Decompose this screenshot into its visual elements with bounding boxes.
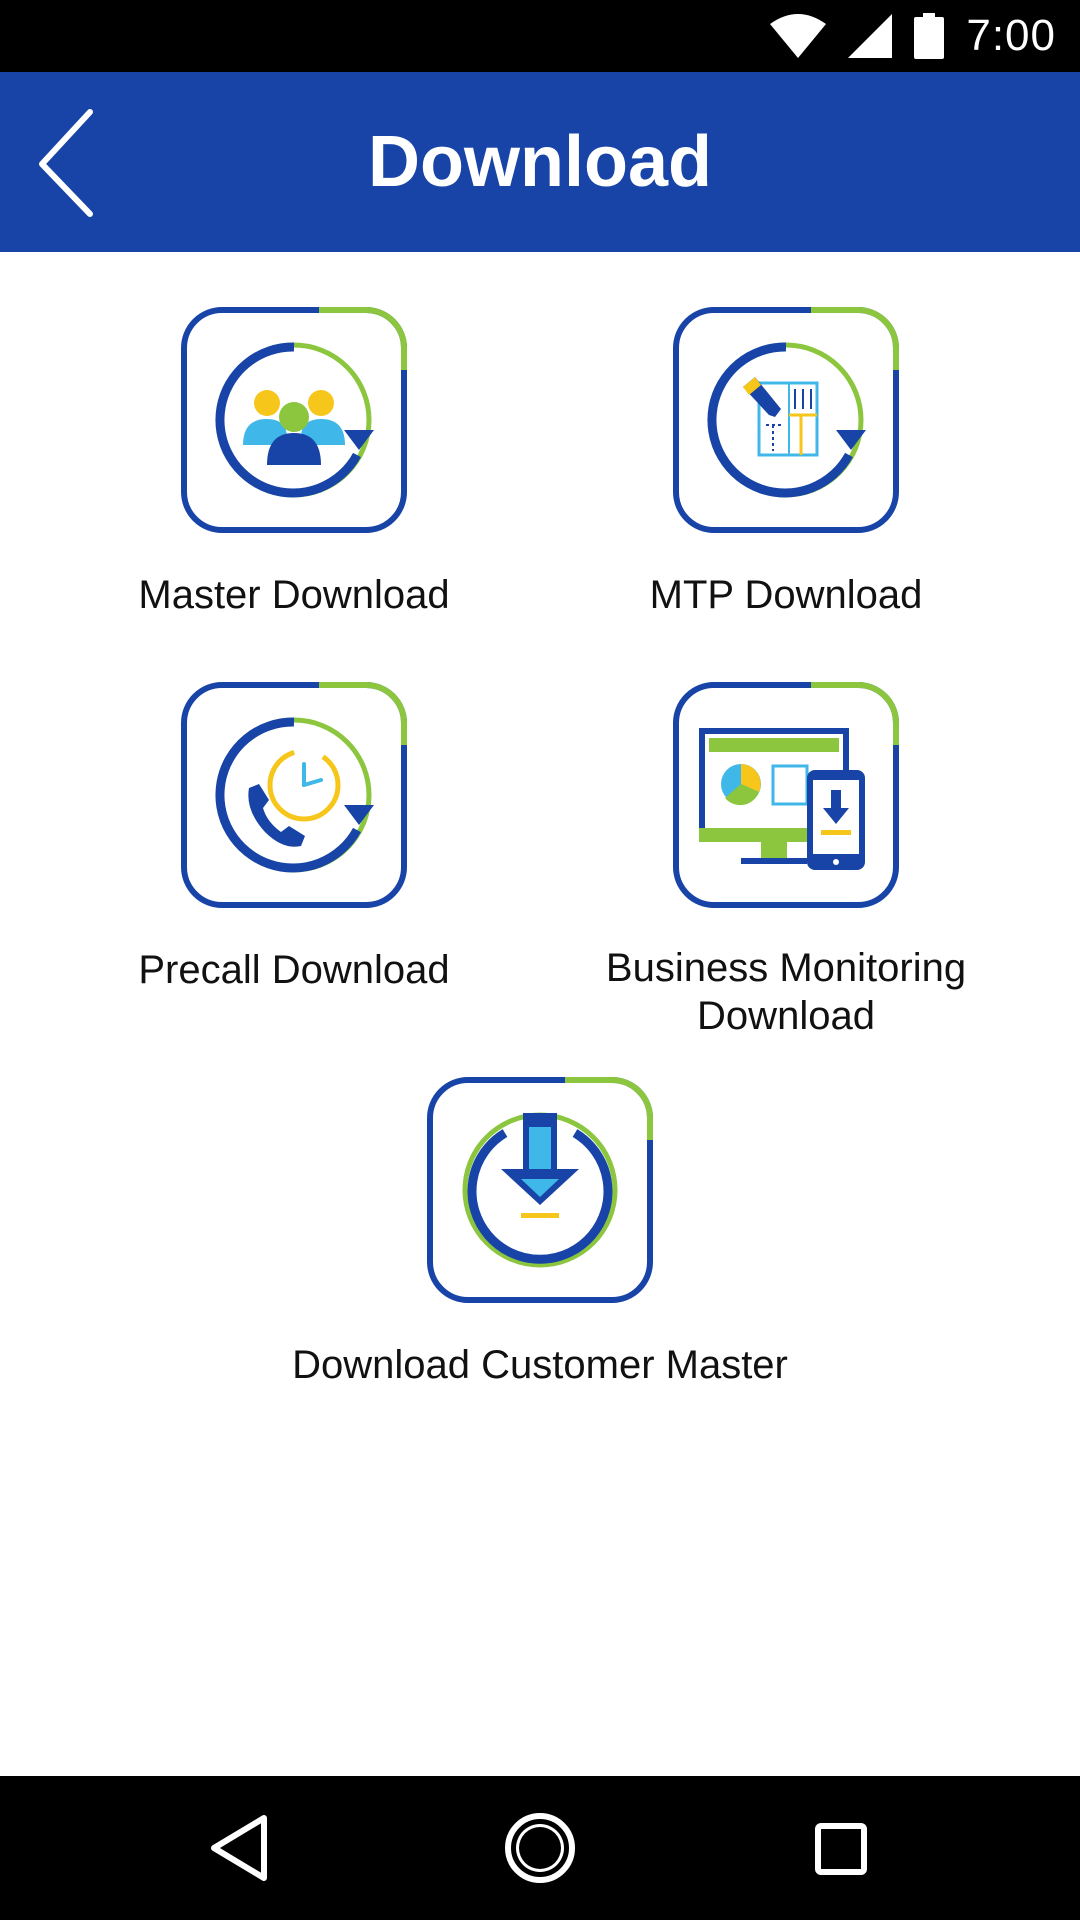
navigation-bar	[0, 1776, 1080, 1920]
nav-home-button[interactable]	[500, 1808, 580, 1888]
nav-back-button[interactable]	[200, 1808, 280, 1888]
home-circle-icon	[505, 1813, 575, 1883]
mtp-download-label: MTP Download	[649, 573, 923, 617]
app-bar: Download	[0, 72, 1080, 252]
status-icons: 7:00	[770, 0, 1056, 72]
precall-download-label: Precall Download	[138, 948, 450, 992]
back-triangle-icon	[211, 1815, 267, 1881]
battery-icon	[914, 13, 945, 59]
plan-sync-icon	[673, 307, 899, 533]
page-title: Download	[368, 122, 712, 202]
business-monitoring-download-label: Business Monitoring Download	[536, 944, 1036, 1040]
status-time: 7:00	[966, 11, 1056, 60]
label-line-2: Download	[697, 994, 875, 1038]
precall-download-tile[interactable]: Precall Download	[44, 680, 544, 994]
recents-square-icon	[815, 1823, 867, 1875]
monitor-mobile-download-icon	[673, 682, 899, 908]
download-customer-master-tile[interactable]: Download Customer Master	[290, 1075, 790, 1389]
label-line-1: Business Monitoring	[605, 946, 967, 990]
phone-clock-sync-icon	[181, 682, 407, 908]
download-customer-master-label: Download Customer Master	[292, 1343, 788, 1387]
users-sync-icon	[181, 307, 407, 533]
wifi-icon	[770, 14, 827, 58]
nav-recents-button[interactable]	[800, 1808, 880, 1888]
master-download-label: Master Download	[138, 573, 450, 617]
back-button[interactable]	[30, 102, 110, 222]
business-monitoring-download-tile[interactable]: Business Monitoring Download	[536, 680, 1036, 1040]
cell-signal-icon	[848, 14, 893, 58]
chevron-left-icon	[39, 109, 93, 217]
status-bar: 7:00	[0, 0, 1080, 72]
mtp-download-tile[interactable]: MTP Download	[536, 305, 1036, 619]
download-arrow-icon	[427, 1077, 653, 1303]
master-download-tile[interactable]: Master Download	[44, 305, 544, 619]
